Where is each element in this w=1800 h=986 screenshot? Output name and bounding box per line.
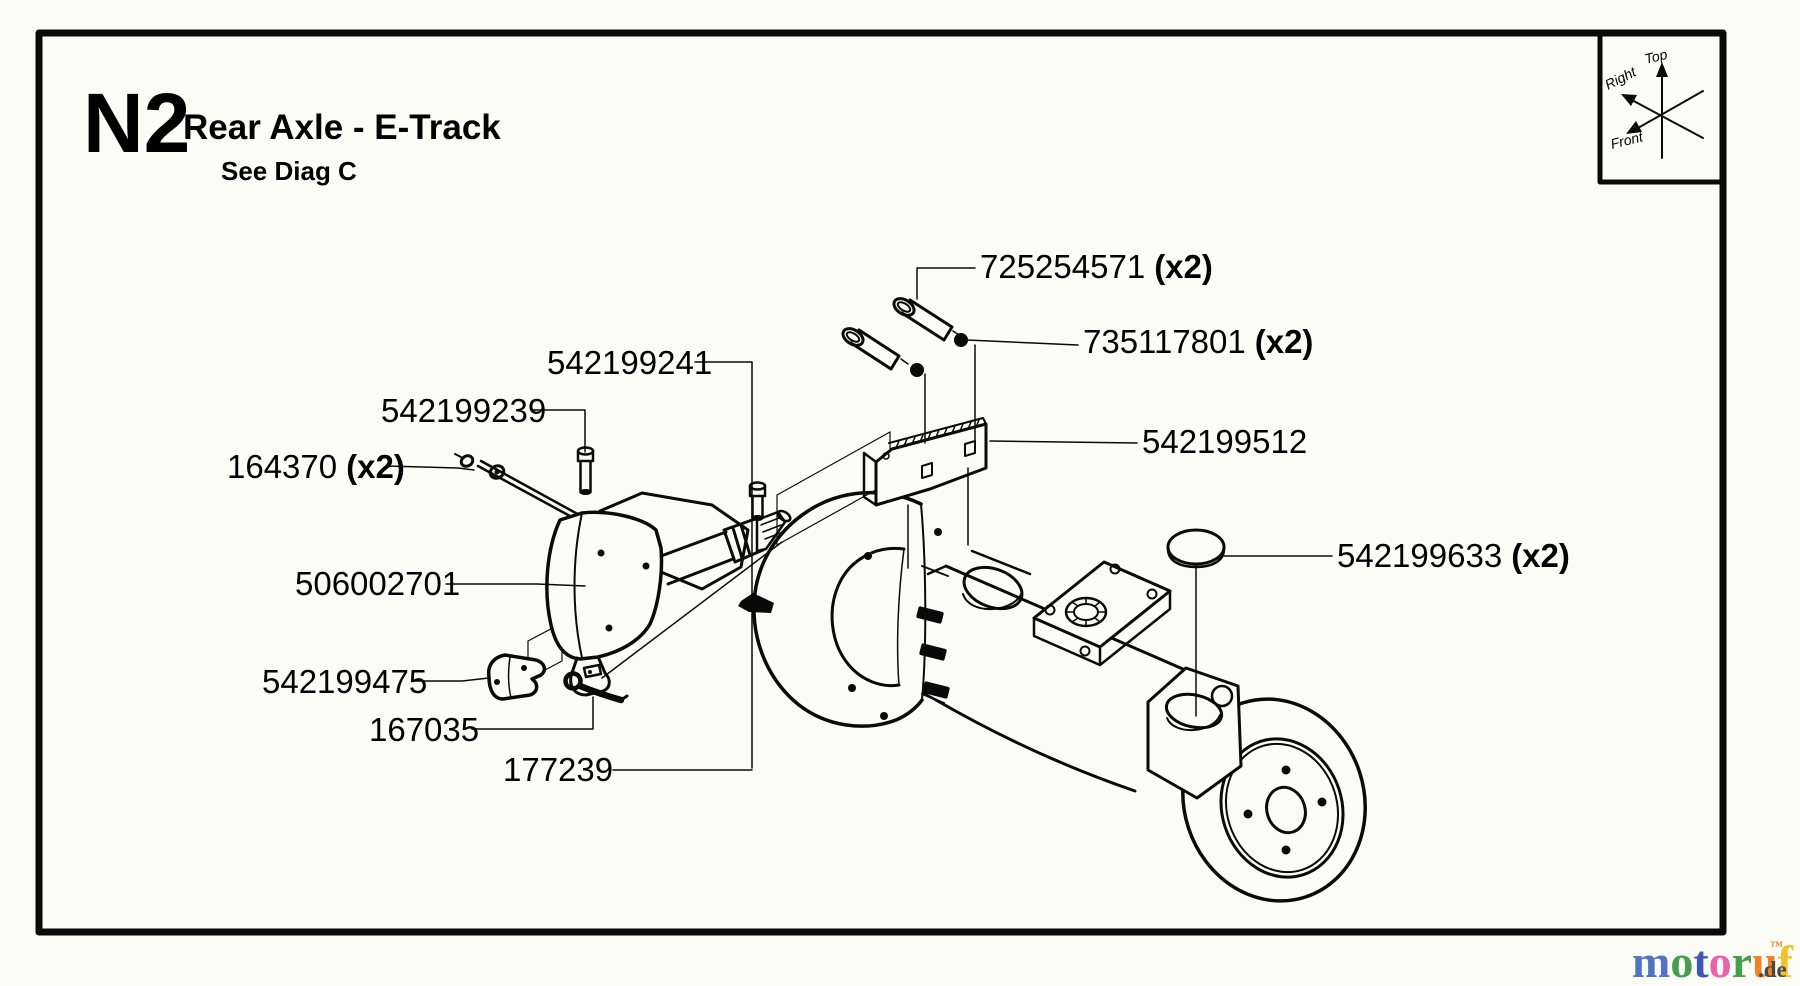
part-labels: 725254571(x2) 735117801(x2) 542199241 54…	[227, 248, 1570, 788]
left-hub-drum-drawing	[752, 490, 950, 728]
part-label-735117801: 735117801(x2)	[1083, 323, 1313, 360]
part-label-542199633: 542199633(x2)	[1337, 537, 1570, 574]
mounting-bracket-drawing	[862, 417, 988, 569]
right-wheel-drawing	[1181, 697, 1367, 903]
compass-label-top: Top	[1643, 46, 1669, 67]
page-title: Rear Axle - E-Track	[183, 108, 501, 147]
compass-label-right: Right	[1602, 63, 1639, 93]
small-bracket-drawing	[486, 653, 547, 701]
part-label-542199475: 542199475	[262, 663, 427, 700]
part-label-725254571: 725254571(x2)	[980, 248, 1213, 285]
part-label-177239: 177239	[503, 751, 613, 788]
part-label-506002701: 506002701	[295, 565, 460, 602]
motoruf-logo-text[interactable]: motoruf	[1632, 936, 1794, 986]
orientation-compass: Top Right Front	[1597, 34, 1726, 185]
part-label-542199239: 542199239	[381, 392, 546, 429]
page-border	[35, 29, 1727, 936]
diagram-code: N2	[83, 76, 190, 170]
flange-plate-drawing	[1032, 560, 1172, 667]
actuator-assembly-drawing	[454, 446, 792, 697]
top-bolts-drawing	[841, 297, 976, 452]
leader-lines	[385, 267, 1333, 771]
motoruf-logo-domain[interactable]: .de	[1758, 957, 1787, 982]
compass-arrow-top	[1656, 62, 1668, 77]
compass-box	[1597, 34, 1726, 185]
part-label-164370: 164370(x2)	[227, 448, 405, 485]
trademark-mark: ™	[1770, 938, 1783, 953]
set-screws-164370	[454, 453, 506, 480]
part-label-167035: 167035	[369, 711, 479, 748]
compass-label-front: Front	[1609, 128, 1646, 152]
cotter-pin-drawing	[563, 671, 629, 704]
part-label-542199512: 542199512	[1142, 423, 1307, 460]
actuator-cylinder	[659, 509, 792, 586]
part-label-542199241: 542199241	[547, 344, 712, 381]
watermark-logo[interactable]: motoruf ™ .de	[1632, 936, 1794, 986]
pin-177239	[738, 593, 774, 613]
cap-drawing	[1166, 528, 1226, 569]
nut-dot	[954, 333, 968, 347]
axle-end-bracket-drawing	[1146, 666, 1243, 800]
nut-dot	[910, 363, 924, 377]
bolt-542199239	[576, 446, 595, 495]
page-subtitle: See Diag C	[221, 156, 357, 186]
title-block: N2 Rear Axle - E-Track See Diag C	[83, 76, 501, 186]
compass-arrow-front	[1626, 121, 1642, 134]
actuator-back-plate	[598, 491, 750, 591]
compass-arrow-right	[1621, 94, 1637, 106]
